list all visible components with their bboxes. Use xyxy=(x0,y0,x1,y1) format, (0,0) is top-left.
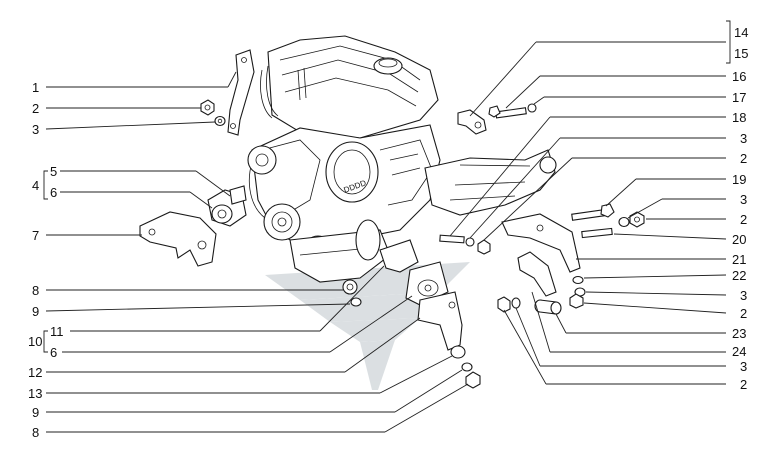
nut-2-left xyxy=(200,99,215,116)
callout-label: 3 xyxy=(740,359,747,374)
callout-label: 8 xyxy=(32,283,39,298)
callout-labels-right: 14 15 16 17 18 3 2 19 3 2 20 21 22 3 2 2… xyxy=(732,25,748,392)
nut-2c xyxy=(569,293,584,309)
bracket-7 xyxy=(139,211,217,267)
nut-2d xyxy=(497,296,511,313)
nut-9-upper xyxy=(350,297,362,307)
callout-label: 2 xyxy=(740,151,747,166)
washer-22 xyxy=(572,275,584,285)
callout-label: 13 xyxy=(28,386,42,401)
callout-label: 16 xyxy=(732,69,746,84)
bolt-16 xyxy=(488,105,527,119)
callout-label: 3 xyxy=(740,288,747,303)
callout-label: 3 xyxy=(32,122,39,137)
callout-label: 21 xyxy=(732,252,746,267)
sleeve-23 xyxy=(534,299,562,315)
callout-label: 7 xyxy=(32,228,39,243)
bolt-19 xyxy=(571,203,615,221)
callout-label: 19 xyxy=(732,172,746,187)
callout-label: 2 xyxy=(32,101,39,116)
callout-label: 5 xyxy=(50,164,57,179)
callout-label: 1 xyxy=(32,80,39,95)
callout-label: 20 xyxy=(732,232,746,247)
stud-18 xyxy=(439,234,465,244)
callout-label: 9 xyxy=(32,405,39,420)
washer-3-left xyxy=(214,115,226,127)
callout-label: 2 xyxy=(740,212,747,227)
callout-label: 24 xyxy=(732,344,746,359)
callout-label: 8 xyxy=(32,425,39,440)
callout-label: 18 xyxy=(732,110,746,125)
washer-3a xyxy=(465,237,475,247)
bracket-12 xyxy=(417,291,463,351)
callout-label: 12 xyxy=(28,365,42,380)
cushion-13 xyxy=(450,345,466,359)
leader-lines-left xyxy=(43,71,469,433)
callout-label: 3 xyxy=(740,131,747,146)
callout-label: 2 xyxy=(740,306,747,321)
callout-label: 17 xyxy=(732,90,746,105)
stud-20 xyxy=(581,227,613,239)
callout-label: 6 xyxy=(50,185,57,200)
washer-3b xyxy=(618,216,630,228)
nut-9-lower xyxy=(461,362,473,372)
nut-2a xyxy=(477,239,491,255)
callout-label: 6 xyxy=(50,345,57,360)
callout-label: 4 xyxy=(32,178,39,193)
callout-label: 3 xyxy=(740,192,747,207)
bracket-21 xyxy=(501,213,581,273)
callout-label: 15 xyxy=(734,46,748,61)
callout-label: 2 xyxy=(740,377,747,392)
bracket-24 xyxy=(517,251,557,297)
callout-label: 23 xyxy=(732,326,746,341)
bracket-1 xyxy=(227,49,255,136)
washer-8-upper xyxy=(342,279,358,295)
nut-2b xyxy=(629,211,645,228)
engine-assembly: DDDD xyxy=(247,35,557,283)
callout-labels-left: 1 2 3 4 5 6 7 8 9 10 11 6 12 13 9 8 xyxy=(28,80,64,440)
nut-8-lower xyxy=(465,371,481,389)
callout-label: 14 xyxy=(734,25,748,40)
callout-label: 22 xyxy=(732,268,746,283)
callout-label: 9 xyxy=(32,304,39,319)
leader-lines-right xyxy=(449,20,731,385)
engine-mount-10 xyxy=(379,239,449,306)
engine-mount-4 xyxy=(207,185,247,227)
callout-label: 11 xyxy=(50,324,64,339)
washer-3d xyxy=(511,297,521,309)
callout-label: 10 xyxy=(28,334,42,349)
washer-17 xyxy=(527,103,537,113)
